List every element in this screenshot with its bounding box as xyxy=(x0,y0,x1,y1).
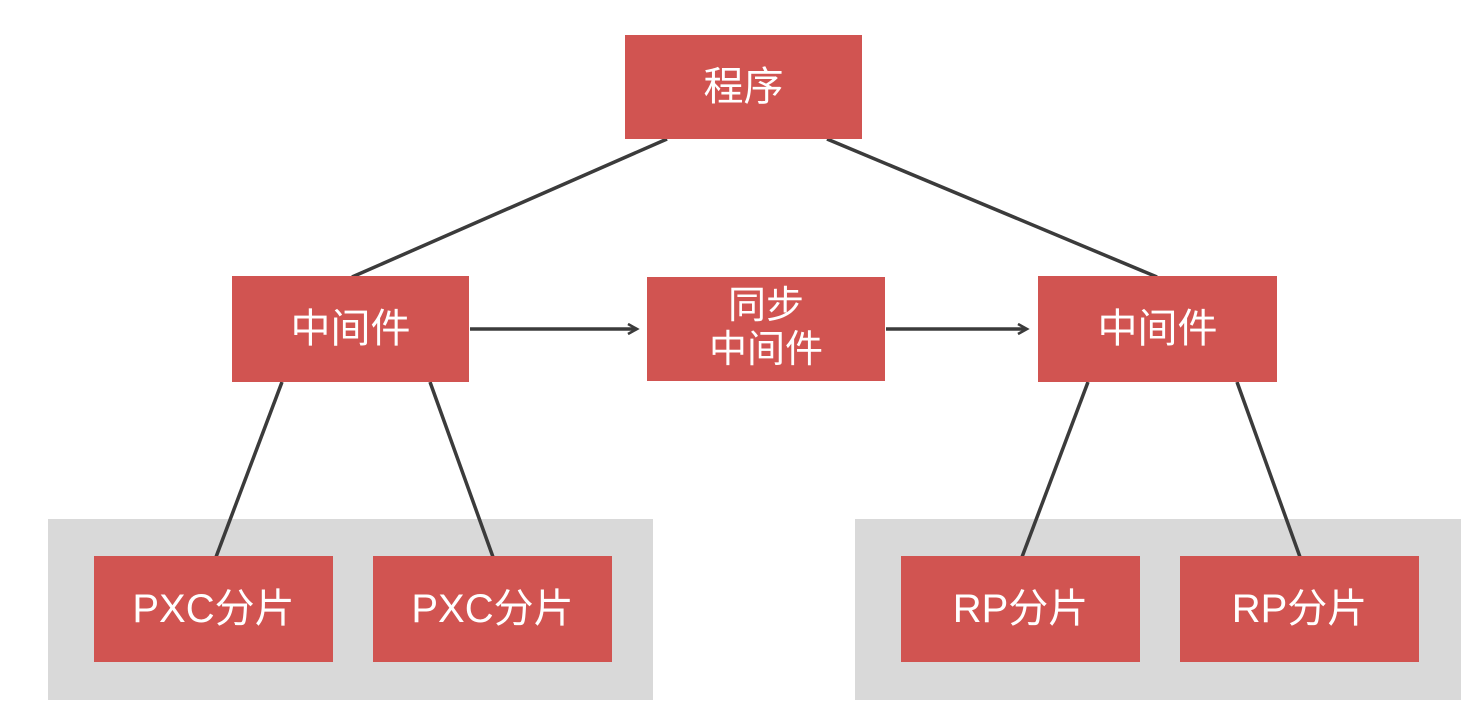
connector-middleware-left-to-pxc-shard-1 xyxy=(214,381,284,558)
node-pxc-shard-1: PXC分片 xyxy=(94,556,333,662)
connector-program-to-middleware-left xyxy=(351,137,668,279)
node-sync-middleware-line1: 同步 xyxy=(727,285,804,328)
connector-middleware-right-to-rp-shard-1 xyxy=(1020,381,1090,558)
node-sync-middleware: 同步 中间件 xyxy=(647,277,885,381)
node-sync-middleware-line2: 中间件 xyxy=(708,329,823,371)
node-pxc-shard-2: PXC分片 xyxy=(373,556,612,662)
connector-middleware-left-to-pxc-shard-2 xyxy=(428,381,495,558)
node-middleware-right: 中间件 xyxy=(1038,276,1277,382)
node-middleware-left: 中间件 xyxy=(232,276,469,382)
connector-program-to-middleware-right xyxy=(826,137,1158,279)
connector-middleware-right-to-rp-shard-2 xyxy=(1235,381,1302,558)
node-program: 程序 xyxy=(625,35,862,139)
node-rp-shard-2: RP分片 xyxy=(1180,556,1419,662)
node-rp-shard-1: RP分片 xyxy=(901,556,1140,662)
